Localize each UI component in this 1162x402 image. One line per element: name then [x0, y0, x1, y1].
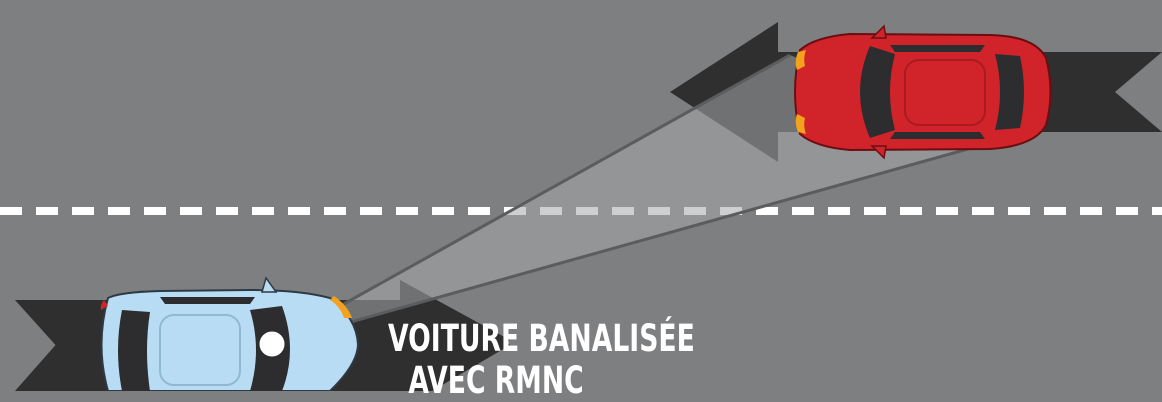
vehicle-caption: VOITURE BANALISÉE AVEC RMNC: [388, 317, 695, 402]
blue-car-icon: [100, 276, 360, 391]
radar-emitter-icon: [256, 328, 288, 360]
blue-car-rear-window: [118, 310, 150, 391]
blue-car-roof: [159, 314, 241, 386]
red-car-indicator-bottom: [795, 114, 806, 134]
red-car-icon: [794, 24, 1052, 160]
road-scene: [0, 22, 1162, 391]
red-car-mirror-bottom: [870, 145, 887, 160]
red-car-side-window-bottom: [890, 132, 985, 139]
red-car-rear-window: [995, 54, 1024, 130]
red-car-indicator-top: [795, 50, 806, 70]
radar-beam-edge-bottom: [271, 138, 1001, 346]
blue-car-indicator: [330, 296, 352, 318]
red-car-windshield: [860, 46, 895, 138]
caption-line-1: VOITURE BANALISÉE: [388, 317, 695, 360]
red-car-roof: [904, 59, 986, 126]
blue-car-side-window: [160, 297, 255, 304]
radar-beam-edge-top: [271, 53, 791, 346]
caption-line-2: AVEC RMNC: [408, 359, 584, 402]
red-car-mirror-top: [870, 24, 887, 39]
blue-car-mirror: [261, 276, 278, 293]
red-car-side-window-top: [890, 45, 985, 52]
blue-car-taillight: [100, 300, 108, 310]
